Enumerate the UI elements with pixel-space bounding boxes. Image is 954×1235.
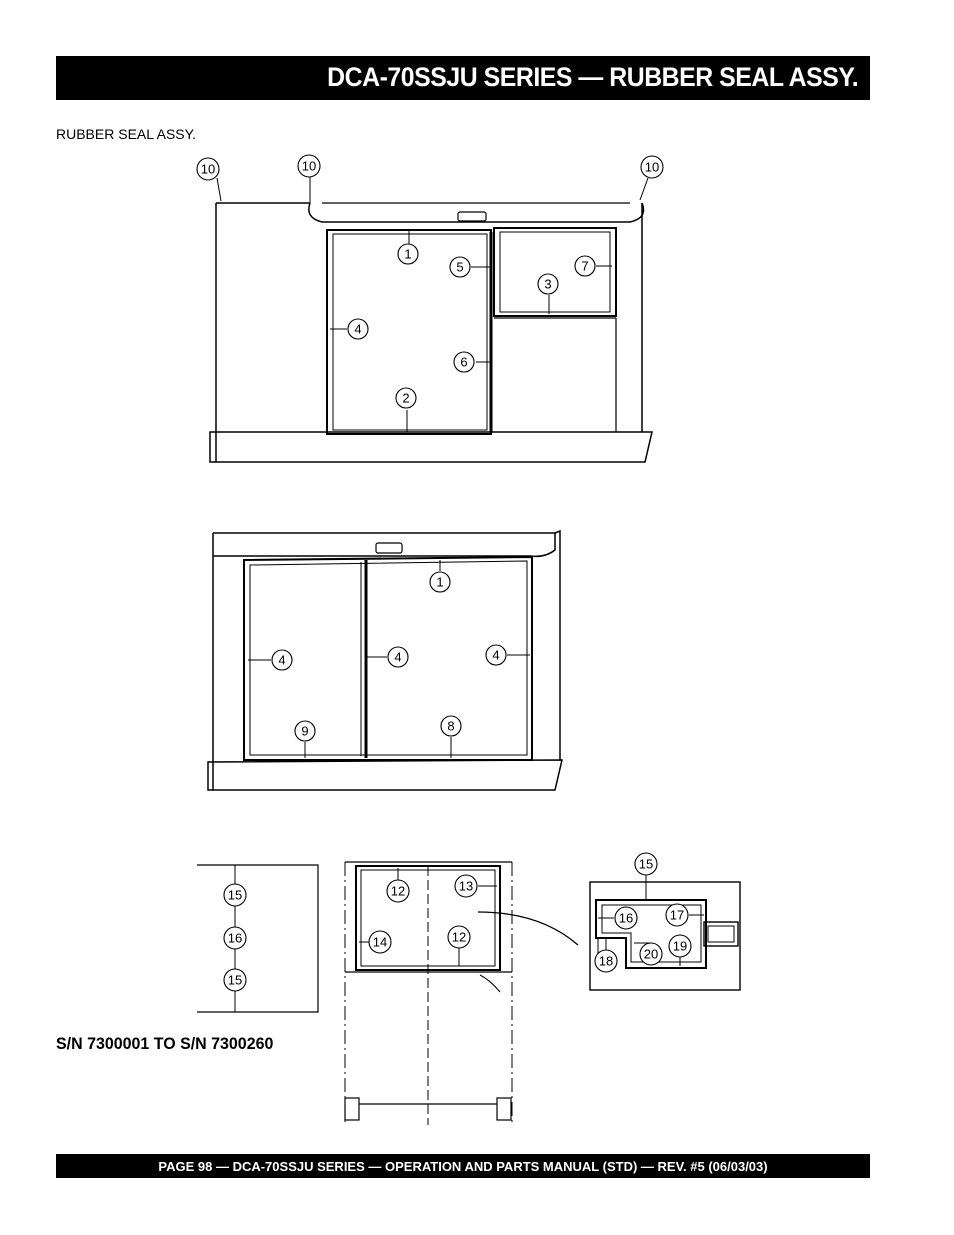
view-top-drawing: 10 10 10 1 5 7 3 4 6 2 bbox=[196, 154, 664, 463]
svg-text:10: 10 bbox=[645, 160, 659, 175]
callout-12-top: 12 bbox=[386, 879, 410, 903]
callout-16: 16 bbox=[223, 926, 247, 950]
svg-text:4: 4 bbox=[354, 322, 361, 337]
callout-1: 1 bbox=[397, 243, 419, 265]
callout-3: 3 bbox=[537, 273, 559, 295]
svg-text:9: 9 bbox=[301, 724, 308, 739]
callout-15-section: 15 bbox=[634, 852, 658, 876]
svg-text:3: 3 bbox=[544, 277, 551, 292]
callout-8: 8 bbox=[440, 715, 462, 737]
callout-2: 2 bbox=[395, 387, 417, 409]
callout-15-top: 15 bbox=[223, 883, 247, 907]
title-bar: DCA-70SSJU SERIES — RUBBER SEAL ASSY. bbox=[56, 56, 870, 100]
callout-9: 9 bbox=[294, 720, 316, 742]
callout-16-section: 16 bbox=[614, 906, 638, 930]
view-middle-drawing: 1 4 4 4 9 8 bbox=[207, 529, 563, 791]
svg-text:2: 2 bbox=[402, 391, 409, 406]
detail-seal-strip: 15 16 15 bbox=[197, 864, 319, 1013]
svg-text:16: 16 bbox=[228, 931, 242, 946]
svg-text:1: 1 bbox=[436, 575, 443, 590]
svg-text:8: 8 bbox=[447, 719, 454, 734]
svg-text:14: 14 bbox=[373, 935, 387, 950]
callout-4-a: 4 bbox=[271, 649, 293, 671]
callout-4: 4 bbox=[347, 318, 369, 340]
svg-text:16: 16 bbox=[619, 911, 633, 926]
svg-text:19: 19 bbox=[673, 939, 687, 954]
callout-7: 7 bbox=[574, 255, 596, 277]
section-label: RUBBER SEAL ASSY. bbox=[56, 126, 197, 142]
svg-text:1: 1 bbox=[404, 247, 411, 262]
svg-text:15: 15 bbox=[228, 973, 242, 988]
svg-text:4: 4 bbox=[278, 653, 285, 668]
serial-number-range: S/N 7300001 TO S/N 7300260 bbox=[56, 1034, 274, 1053]
detail-door-panel: 12 13 14 12 bbox=[344, 861, 579, 1125]
callout-14: 14 bbox=[368, 930, 392, 954]
svg-text:20: 20 bbox=[644, 947, 658, 962]
svg-text:13: 13 bbox=[459, 879, 473, 894]
callout-15-bottom: 15 bbox=[223, 968, 247, 992]
svg-text:7: 7 bbox=[581, 259, 588, 274]
callout-12-bottom: 12 bbox=[447, 925, 471, 949]
svg-text:12: 12 bbox=[391, 884, 405, 899]
page-title: DCA-70SSJU SERIES — RUBBER SEAL ASSY. bbox=[327, 62, 858, 92]
callout-10-mid: 10 bbox=[297, 154, 321, 178]
svg-text:4: 4 bbox=[394, 650, 401, 665]
callout-4-c: 4 bbox=[485, 644, 507, 666]
svg-text:18: 18 bbox=[599, 954, 613, 969]
svg-text:6: 6 bbox=[460, 355, 467, 370]
detail-section: 15 16 17 18 20 19 bbox=[589, 852, 741, 991]
svg-text:15: 15 bbox=[639, 857, 653, 872]
callout-17: 17 bbox=[665, 903, 689, 927]
svg-text:15: 15 bbox=[228, 888, 242, 903]
svg-text:10: 10 bbox=[201, 162, 215, 177]
callout-13: 13 bbox=[454, 874, 478, 898]
svg-text:12: 12 bbox=[452, 930, 466, 945]
callout-4-b: 4 bbox=[387, 646, 409, 668]
callout-5: 5 bbox=[449, 256, 471, 278]
svg-text:4: 4 bbox=[492, 648, 499, 663]
callout-10-right: 10 bbox=[640, 155, 664, 179]
svg-text:10: 10 bbox=[302, 159, 316, 174]
callout-6: 6 bbox=[453, 351, 475, 373]
callout-1-mid: 1 bbox=[429, 571, 451, 593]
footer-text: PAGE 98 — DCA-70SSJU SERIES — OPERATION … bbox=[158, 1159, 768, 1174]
callout-10-left: 10 bbox=[196, 157, 220, 181]
callout-20: 20 bbox=[639, 942, 663, 966]
svg-text:17: 17 bbox=[670, 908, 684, 923]
svg-text:5: 5 bbox=[456, 260, 463, 275]
callout-19: 19 bbox=[668, 934, 692, 958]
callout-18: 18 bbox=[594, 949, 618, 973]
footer-bar: PAGE 98 — DCA-70SSJU SERIES — OPERATION … bbox=[56, 1154, 870, 1178]
